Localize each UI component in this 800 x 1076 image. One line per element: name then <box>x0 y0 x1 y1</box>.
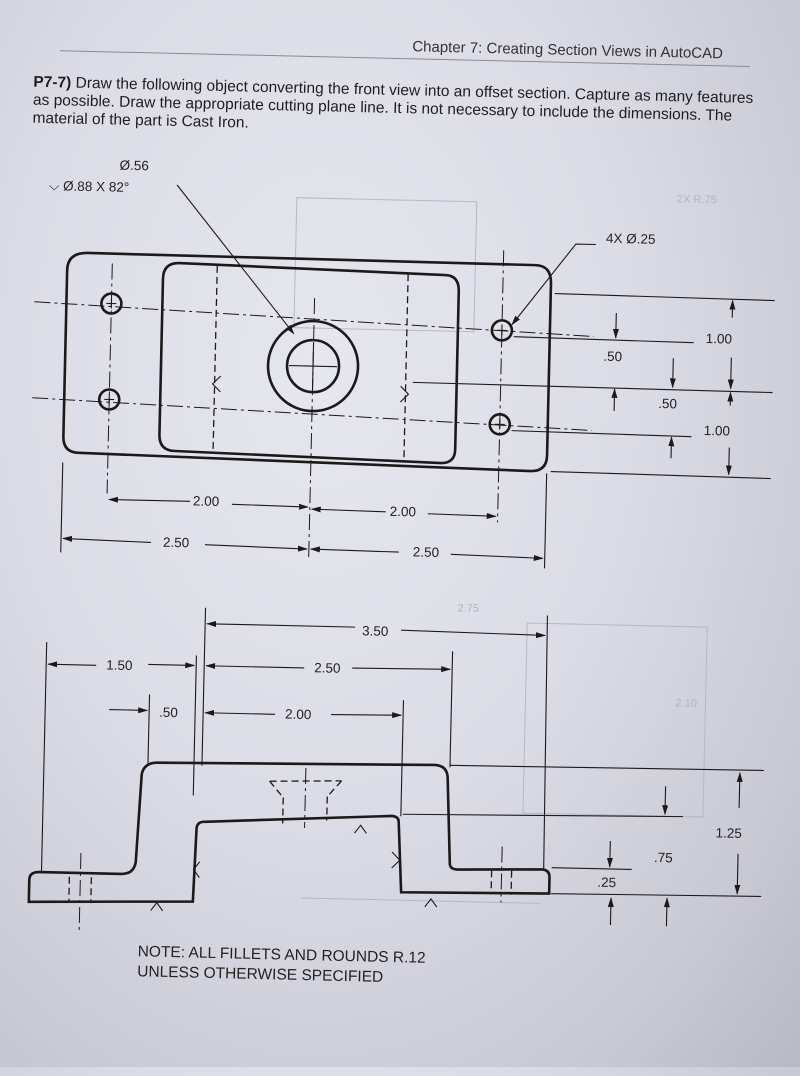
dim-2-50: 2.50 <box>314 660 341 676</box>
cutting-mark-right <box>400 386 408 402</box>
dim-2-00-left: 2.00 <box>193 493 220 509</box>
dim-3-50: 3.50 <box>362 623 389 639</box>
svg-text:2X R.75: 2X R.75 <box>677 193 717 206</box>
dim-2-50-right: 2.50 <box>413 544 440 560</box>
dim-75: .75 <box>654 850 673 865</box>
dim-2-00: 2.00 <box>285 707 312 723</box>
dim-1-25: 1.25 <box>715 825 742 841</box>
dim-1-00-lower: 1.00 <box>704 423 731 439</box>
front-view <box>28 604 767 949</box>
show-through-ghost: 2X R.75 2.75 2.10 <box>281 185 717 907</box>
svg-text:2.10: 2.10 <box>675 697 697 709</box>
dim-2-50-left: 2.50 <box>163 535 190 551</box>
svg-text:2.75: 2.75 <box>457 602 479 614</box>
top-view-boss-outline <box>159 263 459 464</box>
callout-countersink: ⌵ Ø.88 X 82° <box>49 178 130 195</box>
cutting-mark-left <box>212 376 220 392</box>
dim-25: .25 <box>597 875 616 890</box>
drawing-note: NOTE: ALL FILLETS AND ROUNDS R.12 UNLESS… <box>137 942 426 989</box>
front-view-outline <box>29 756 552 914</box>
dim-50: .50 <box>159 705 178 720</box>
dim-1-50: 1.50 <box>106 657 133 673</box>
dim-50-right: .50 <box>658 396 677 411</box>
callout-4x-holes: 4X Ø.25 <box>606 231 656 247</box>
dim-2-00-right: 2.00 <box>390 504 417 520</box>
callout-hole-dia: Ø.56 <box>119 158 149 174</box>
dim-1-00-upper: 1.00 <box>706 331 733 347</box>
top-view-outline <box>63 253 552 472</box>
dim-50-left: .50 <box>603 349 622 364</box>
